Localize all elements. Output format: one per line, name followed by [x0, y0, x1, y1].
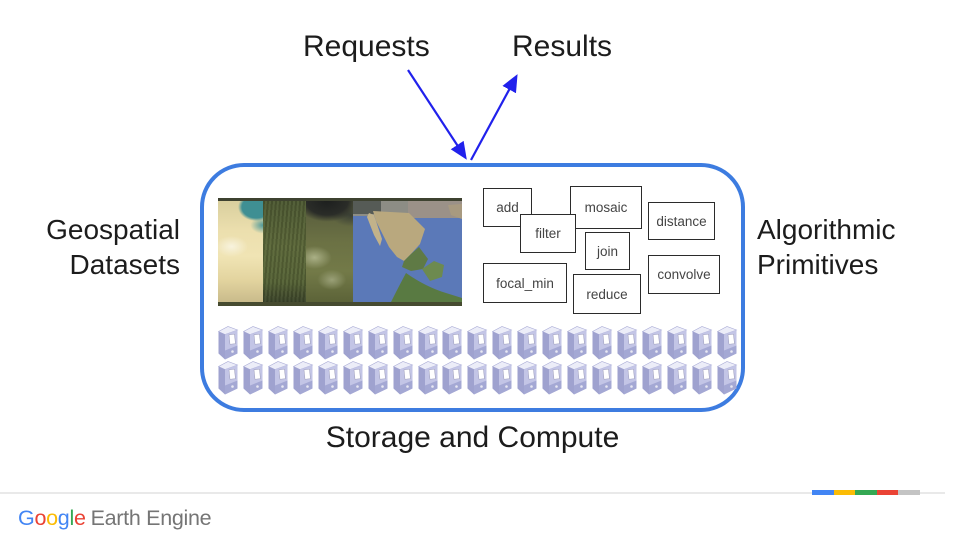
algorithm-box-filter: filter [520, 214, 576, 253]
server-icon [392, 359, 414, 396]
server-icon [591, 324, 613, 361]
footer-divider [0, 492, 945, 494]
server-icon [541, 359, 563, 396]
server-icon [417, 324, 439, 361]
server-icon [516, 324, 538, 361]
server-icon [641, 359, 663, 396]
server-icon [641, 324, 663, 361]
geospatial-line2: Datasets [69, 249, 181, 280]
server-icon [217, 359, 239, 396]
logo-letter: l [69, 506, 74, 530]
server-icon [566, 324, 588, 361]
server-icon [217, 324, 239, 361]
server-icon [616, 359, 638, 396]
server-icon [691, 359, 713, 396]
color-bar [833, 490, 856, 495]
server-icon [516, 359, 538, 396]
server-icon [666, 359, 688, 396]
server-icon [292, 324, 314, 361]
product-name: Earth Engine [90, 506, 212, 530]
server-icon [367, 324, 389, 361]
algorithm-box-reduce: reduce [573, 274, 641, 314]
server-icon [491, 324, 513, 361]
color-bar [812, 490, 834, 495]
logo-letter: g [57, 506, 70, 530]
color-bar [855, 490, 877, 495]
color-bar [898, 490, 920, 495]
server-icon [691, 324, 713, 361]
server-icon [441, 359, 463, 396]
server-icon [417, 359, 439, 396]
google-color-bars [812, 490, 920, 495]
logo-letter: e [73, 506, 86, 530]
satellite-tile-desert-coast [218, 201, 263, 302]
server-icon [342, 359, 364, 396]
algorithmic-line1: Algorithmic [757, 214, 896, 245]
requests-label: Requests [303, 30, 430, 63]
algorithm-box-join: join [585, 232, 630, 270]
google-wordmark: Google [18, 506, 86, 530]
results-label: Results [512, 30, 613, 63]
server-icon [566, 359, 588, 396]
server-icon [716, 324, 738, 361]
logo-letter: G [18, 506, 35, 530]
algorithm-box-distance: distance [648, 202, 715, 240]
server-icon [242, 324, 264, 361]
server-icon [342, 324, 364, 361]
server-row-2 [217, 359, 738, 397]
logo-letter: o [34, 506, 47, 530]
server-icon [541, 324, 563, 361]
server-icon [441, 324, 463, 361]
server-icon [292, 359, 314, 396]
color-bar [876, 490, 899, 495]
server-icon [466, 359, 488, 396]
server-icon [491, 359, 513, 396]
storage-compute-label: Storage and Compute [325, 421, 620, 454]
server-icon [591, 359, 613, 396]
server-icon [317, 324, 339, 361]
satellite-tile-forest [263, 201, 306, 302]
logo-letter: o [46, 506, 58, 530]
server-icon [267, 324, 289, 361]
server-icon [267, 359, 289, 396]
algorithm-box-focal_min: focal_min [483, 263, 567, 303]
server-icon [317, 359, 339, 396]
algorithm-box-convolve: convolve [648, 255, 720, 294]
server-row-1 [217, 324, 738, 362]
satellite-tile-mexico [353, 201, 462, 302]
algorithm-box-mosaic: mosaic [570, 186, 642, 229]
algorithmic-line2: Primitives [757, 249, 879, 280]
server-icon [392, 324, 414, 361]
satellite-imagery-strip [218, 198, 462, 306]
server-icon [716, 359, 738, 396]
server-icon [466, 324, 488, 361]
server-icon [242, 359, 264, 396]
server-icon [616, 324, 638, 361]
server-icon [367, 359, 389, 396]
server-icon [666, 324, 688, 361]
satellite-tile-clouds-terrain [306, 201, 353, 302]
geospatial-line1: Geospatial [46, 214, 180, 245]
